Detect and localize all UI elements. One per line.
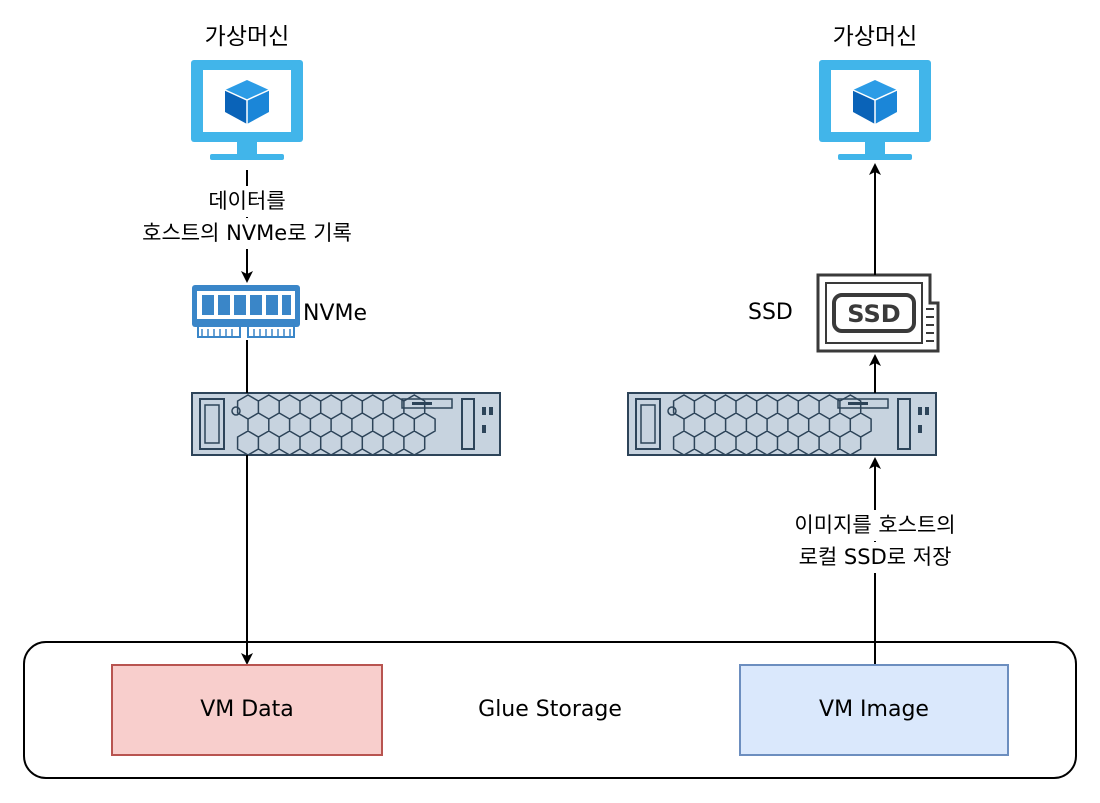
left-write-note-line1: 데이터를 (127, 186, 367, 217)
right-vm-label: 가상머신 (832, 24, 918, 50)
glue-storage-container (23, 641, 1077, 779)
ssd-drive-icon: SSD (816, 273, 940, 353)
nvme-label: NVMe (303, 301, 368, 326)
vm-data-box (111, 664, 383, 756)
left-write-note-line2: 호스트의 NVMe로 기록 (127, 218, 367, 249)
left-vm-monitor-icon (190, 59, 304, 161)
right-store-note-line2: 로컬 SSD로 저장 (775, 542, 975, 573)
left-vm-label: 가상머신 (204, 24, 290, 50)
right-vm-monitor-icon (818, 59, 932, 161)
left-rack-server-icon (191, 392, 501, 456)
nvme-memory-icon (192, 285, 300, 338)
right-rack-server-icon (627, 392, 937, 456)
glue-storage-label: Glue Storage (478, 697, 622, 722)
ssd-chip-text: SSD (847, 300, 900, 328)
vm-image-box (739, 664, 1009, 756)
right-store-note-line1: 이미지를 호스트의 (775, 510, 975, 541)
vm-image-label: VM Image (819, 697, 929, 722)
ssd-label: SSD (748, 300, 793, 325)
vm-data-label: VM Data (200, 697, 294, 722)
